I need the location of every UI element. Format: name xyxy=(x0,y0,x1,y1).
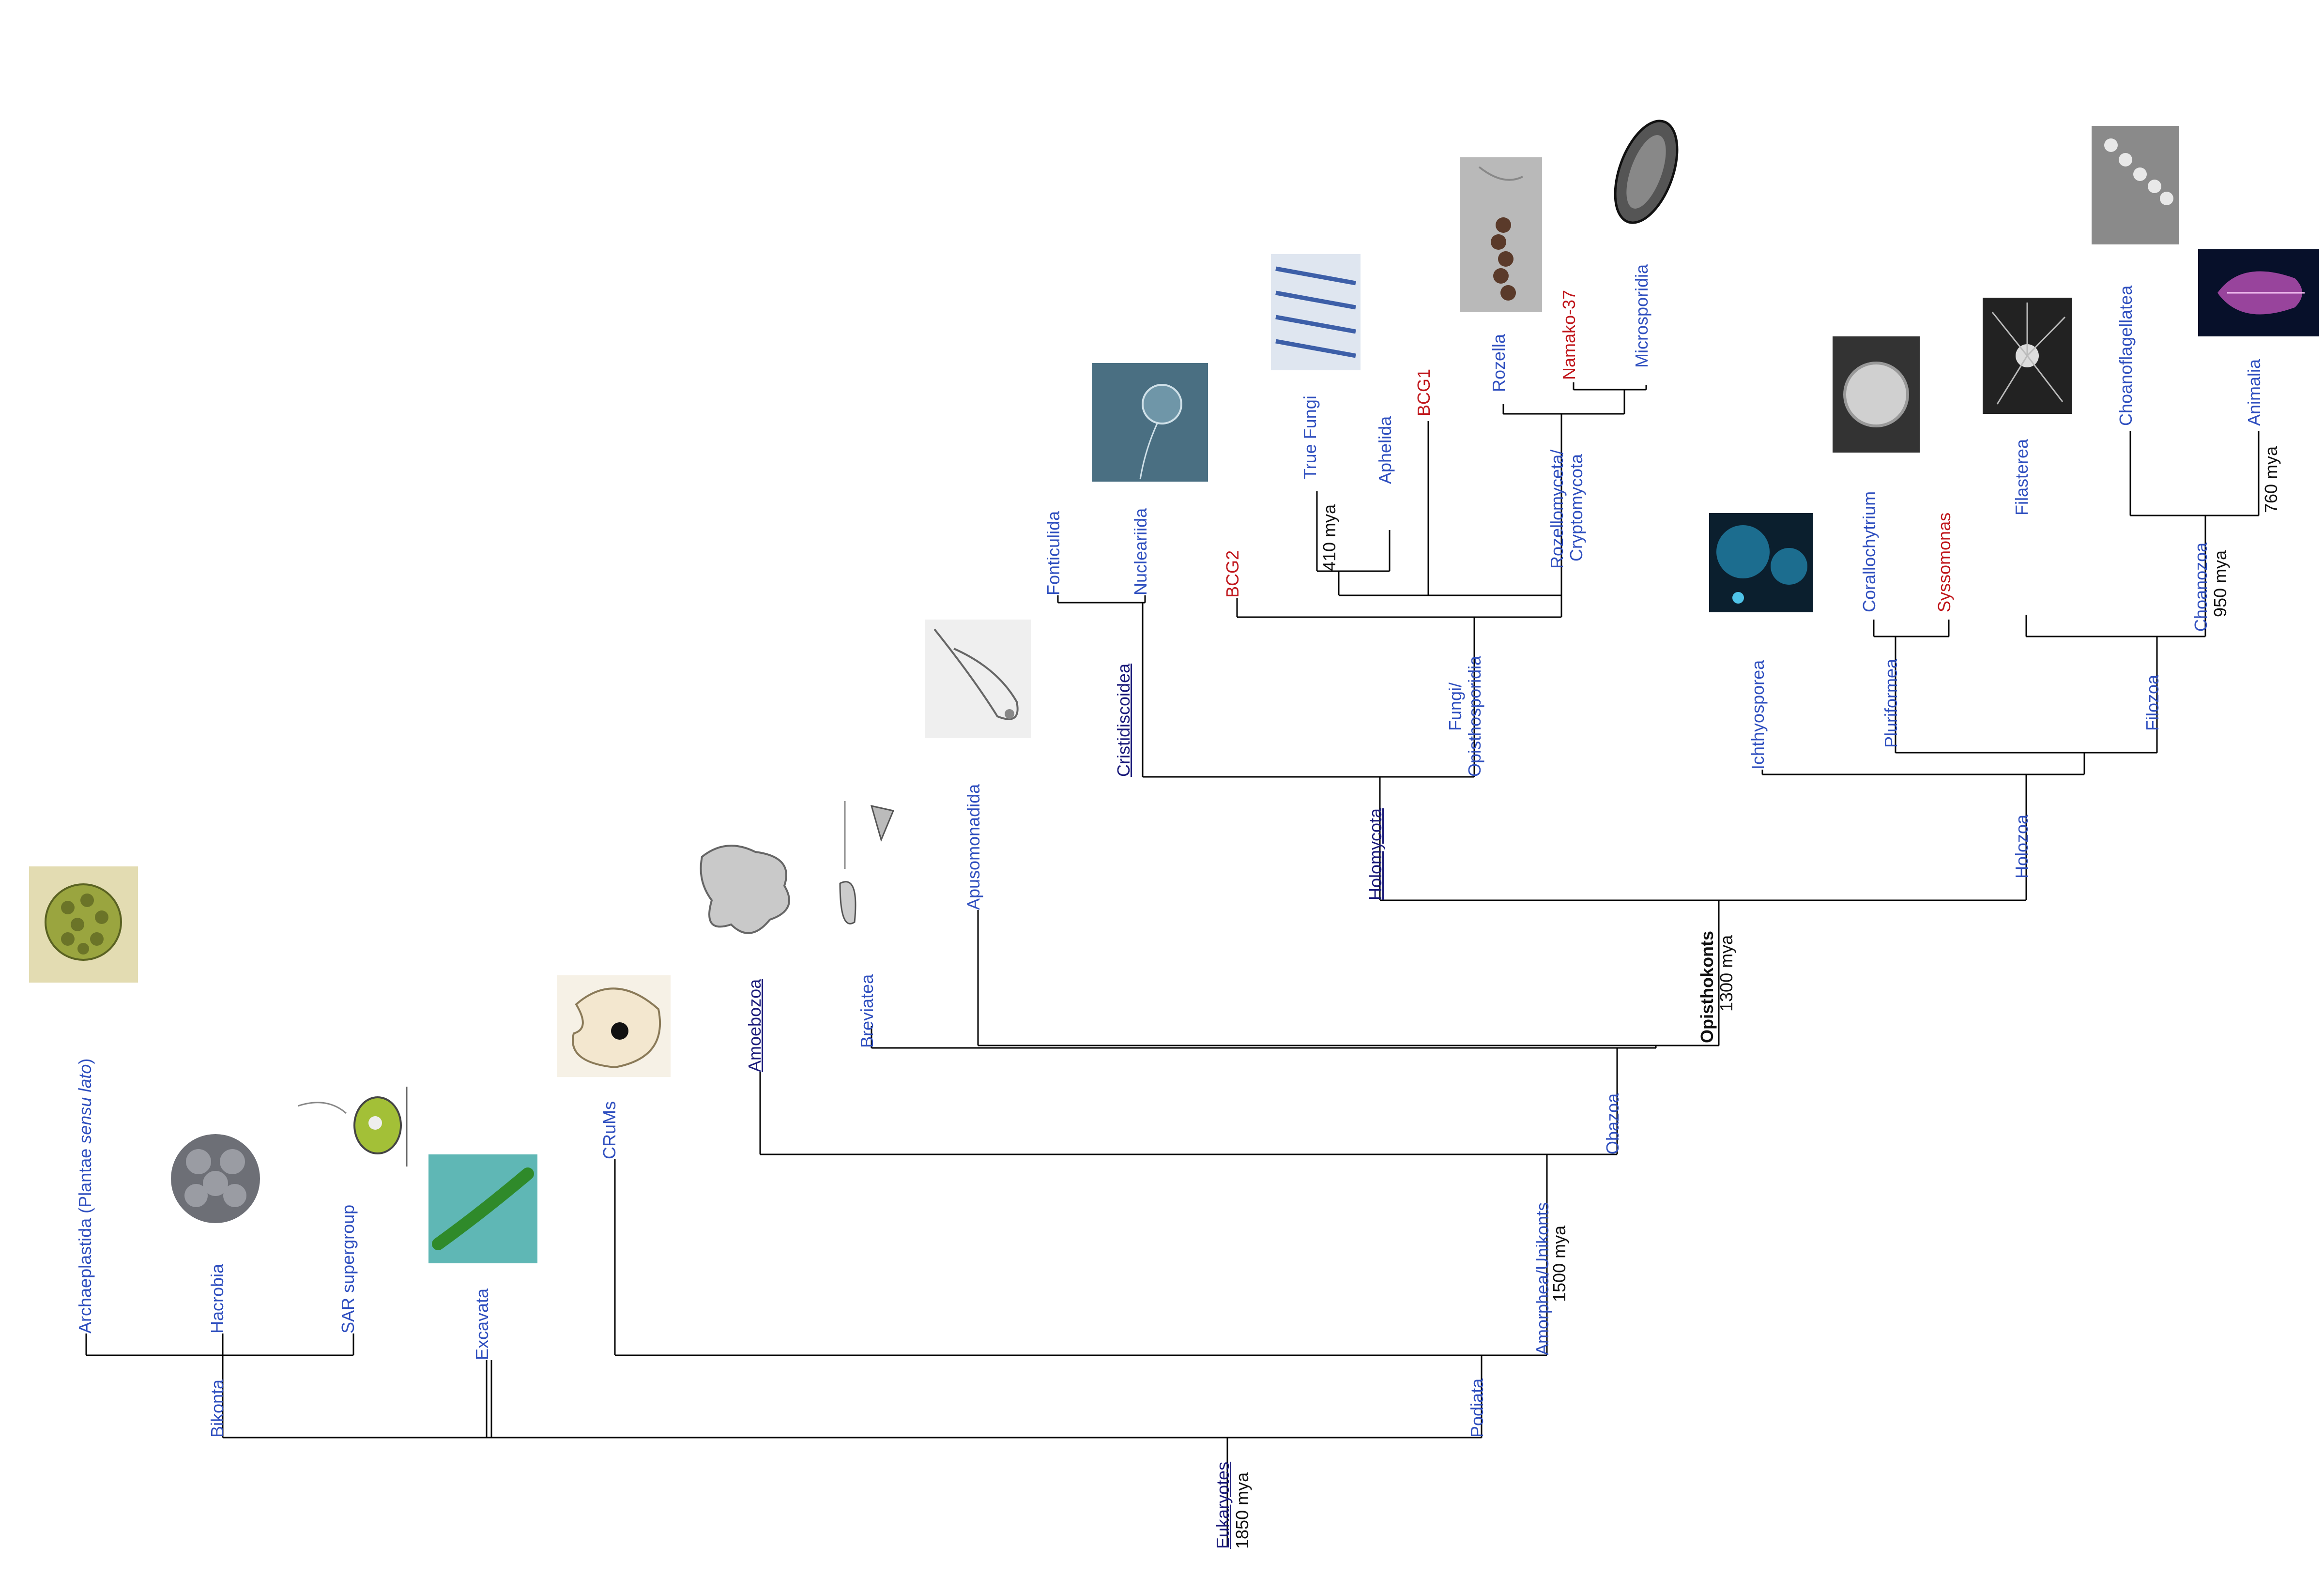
label-ichthyosporea: Ichthyosporea xyxy=(1748,660,1768,770)
label-fungi-1: Fungi/ xyxy=(1445,682,1465,731)
branch-rozello xyxy=(1502,382,1647,595)
branch-filozoa xyxy=(2025,615,2205,753)
label-rozello-2: Cryptomycota xyxy=(1566,454,1586,561)
label-pluriformea: Pluriformea xyxy=(1881,658,1901,748)
label-crums: CRuMs xyxy=(599,1101,619,1159)
branch-holozoa-inner xyxy=(1761,752,2157,775)
branch-apusomonadida xyxy=(977,910,1719,1048)
label-cristidiscoidea: Cristidiscoidea xyxy=(1114,663,1133,777)
label-microsporidia: Microsporidia xyxy=(1632,264,1651,368)
nucleariida-image xyxy=(1092,363,1208,482)
label-podiata: Podiata xyxy=(1467,1378,1487,1438)
label-eukaryotes: Eukaryotes xyxy=(1213,1461,1233,1549)
branch-opisthokonts xyxy=(1380,899,2026,1046)
label-corallochytrium: Corallochytrium xyxy=(1859,491,1879,612)
branch-holozoa xyxy=(1762,773,2084,900)
excavata-image xyxy=(428,1154,537,1263)
true-fungi-image xyxy=(1271,254,1361,370)
animalia-image xyxy=(2198,249,2319,336)
choanoflagellatea-image xyxy=(2092,126,2179,244)
label-filasterea: Filasterea xyxy=(2012,439,2032,515)
label-holozoa: Holozoa xyxy=(2012,814,2032,879)
date-choanozoa: 950 mya xyxy=(2210,550,2230,617)
label-choanoflagellatea: Choanoflagellatea xyxy=(2116,285,2136,426)
label-archaeplastida: Archaeplastida (Plantae sensu lato) xyxy=(75,1058,95,1334)
branch-podiata xyxy=(615,1354,1547,1438)
amoebozoa-image xyxy=(697,837,799,944)
label-rozello-1: Rozellomyceta/ xyxy=(1547,449,1567,569)
date-opisthokonts: 1300 mya xyxy=(1716,935,1736,1012)
ichthyosporea-image xyxy=(1709,513,1813,612)
branch-eukaryotes xyxy=(223,1437,1482,1546)
corallochytrium-image xyxy=(1833,336,1920,453)
label-nucleariida: Nucleariida xyxy=(1131,508,1150,595)
label-namako: Namako-37 xyxy=(1559,289,1579,380)
label-obazoa: Obazoa xyxy=(1603,1093,1622,1154)
label-sar: SAR supergroup xyxy=(338,1204,358,1334)
crums-image xyxy=(557,975,671,1077)
apusomonadida-image xyxy=(925,620,1031,738)
date-true-fungi: 410 mya xyxy=(1319,504,1339,571)
label-true-fungi: True Fungi xyxy=(1300,395,1320,479)
label-bcg1: BCG1 xyxy=(1414,368,1434,416)
label-fungi-2: Opisthosporidia xyxy=(1465,655,1484,777)
branch-fungi xyxy=(1236,598,1561,777)
date-animalia: 760 mya xyxy=(2261,446,2281,513)
label-animalia: Animalia xyxy=(2244,359,2264,426)
rozella-image xyxy=(1460,157,1542,312)
label-hacrobia: Hacrobia xyxy=(207,1263,227,1334)
label-excavata: Excavata xyxy=(472,1288,492,1360)
branch-bikonta xyxy=(86,1354,353,1438)
hacrobia-image xyxy=(162,1128,269,1229)
label-aphelida: Aphelida xyxy=(1375,416,1395,484)
sar-image xyxy=(298,1087,409,1167)
microsporidia-image xyxy=(1603,114,1687,232)
label-bcg2: BCG2 xyxy=(1223,550,1242,598)
branch-obazoa xyxy=(871,1026,1656,1154)
archaeplastida-image xyxy=(29,866,138,983)
label-amoebozoa: Amoebozoa xyxy=(745,979,764,1072)
branch-excavata xyxy=(486,1360,492,1438)
label-rozella: Rozella xyxy=(1489,333,1509,392)
branch-holomycota xyxy=(1143,776,1474,900)
branch-cristidiscoidea xyxy=(1057,595,1146,777)
branch-choanozoa xyxy=(2129,431,2260,636)
label-choanozoa: Choanozoa xyxy=(2191,542,2211,632)
label-filozoa: Filozoa xyxy=(2142,674,2162,731)
label-fonticulida: Fonticulida xyxy=(1043,511,1063,595)
label-holomycota: Holomycota xyxy=(1365,808,1385,900)
branch-amorphea xyxy=(760,1153,1617,1355)
filasterea-image xyxy=(1983,298,2072,414)
date-amorphea: 1500 mya xyxy=(1549,1225,1569,1302)
branch-pluriformea xyxy=(1873,620,1950,753)
breviatea-image xyxy=(826,796,903,946)
label-breviatea: Breviatea xyxy=(857,974,877,1048)
label-syssomonas: Syssomonas xyxy=(1934,512,1954,612)
branch-true-fungi-aphelida xyxy=(1316,491,1562,617)
label-opisthokonts: Opisthokonts xyxy=(1697,931,1717,1043)
date-eukaryotes: 1850 mya xyxy=(1232,1472,1252,1549)
label-bikonta: Bikonta xyxy=(207,1379,227,1438)
label-apusomonadida: Apusomonadida xyxy=(963,784,983,910)
